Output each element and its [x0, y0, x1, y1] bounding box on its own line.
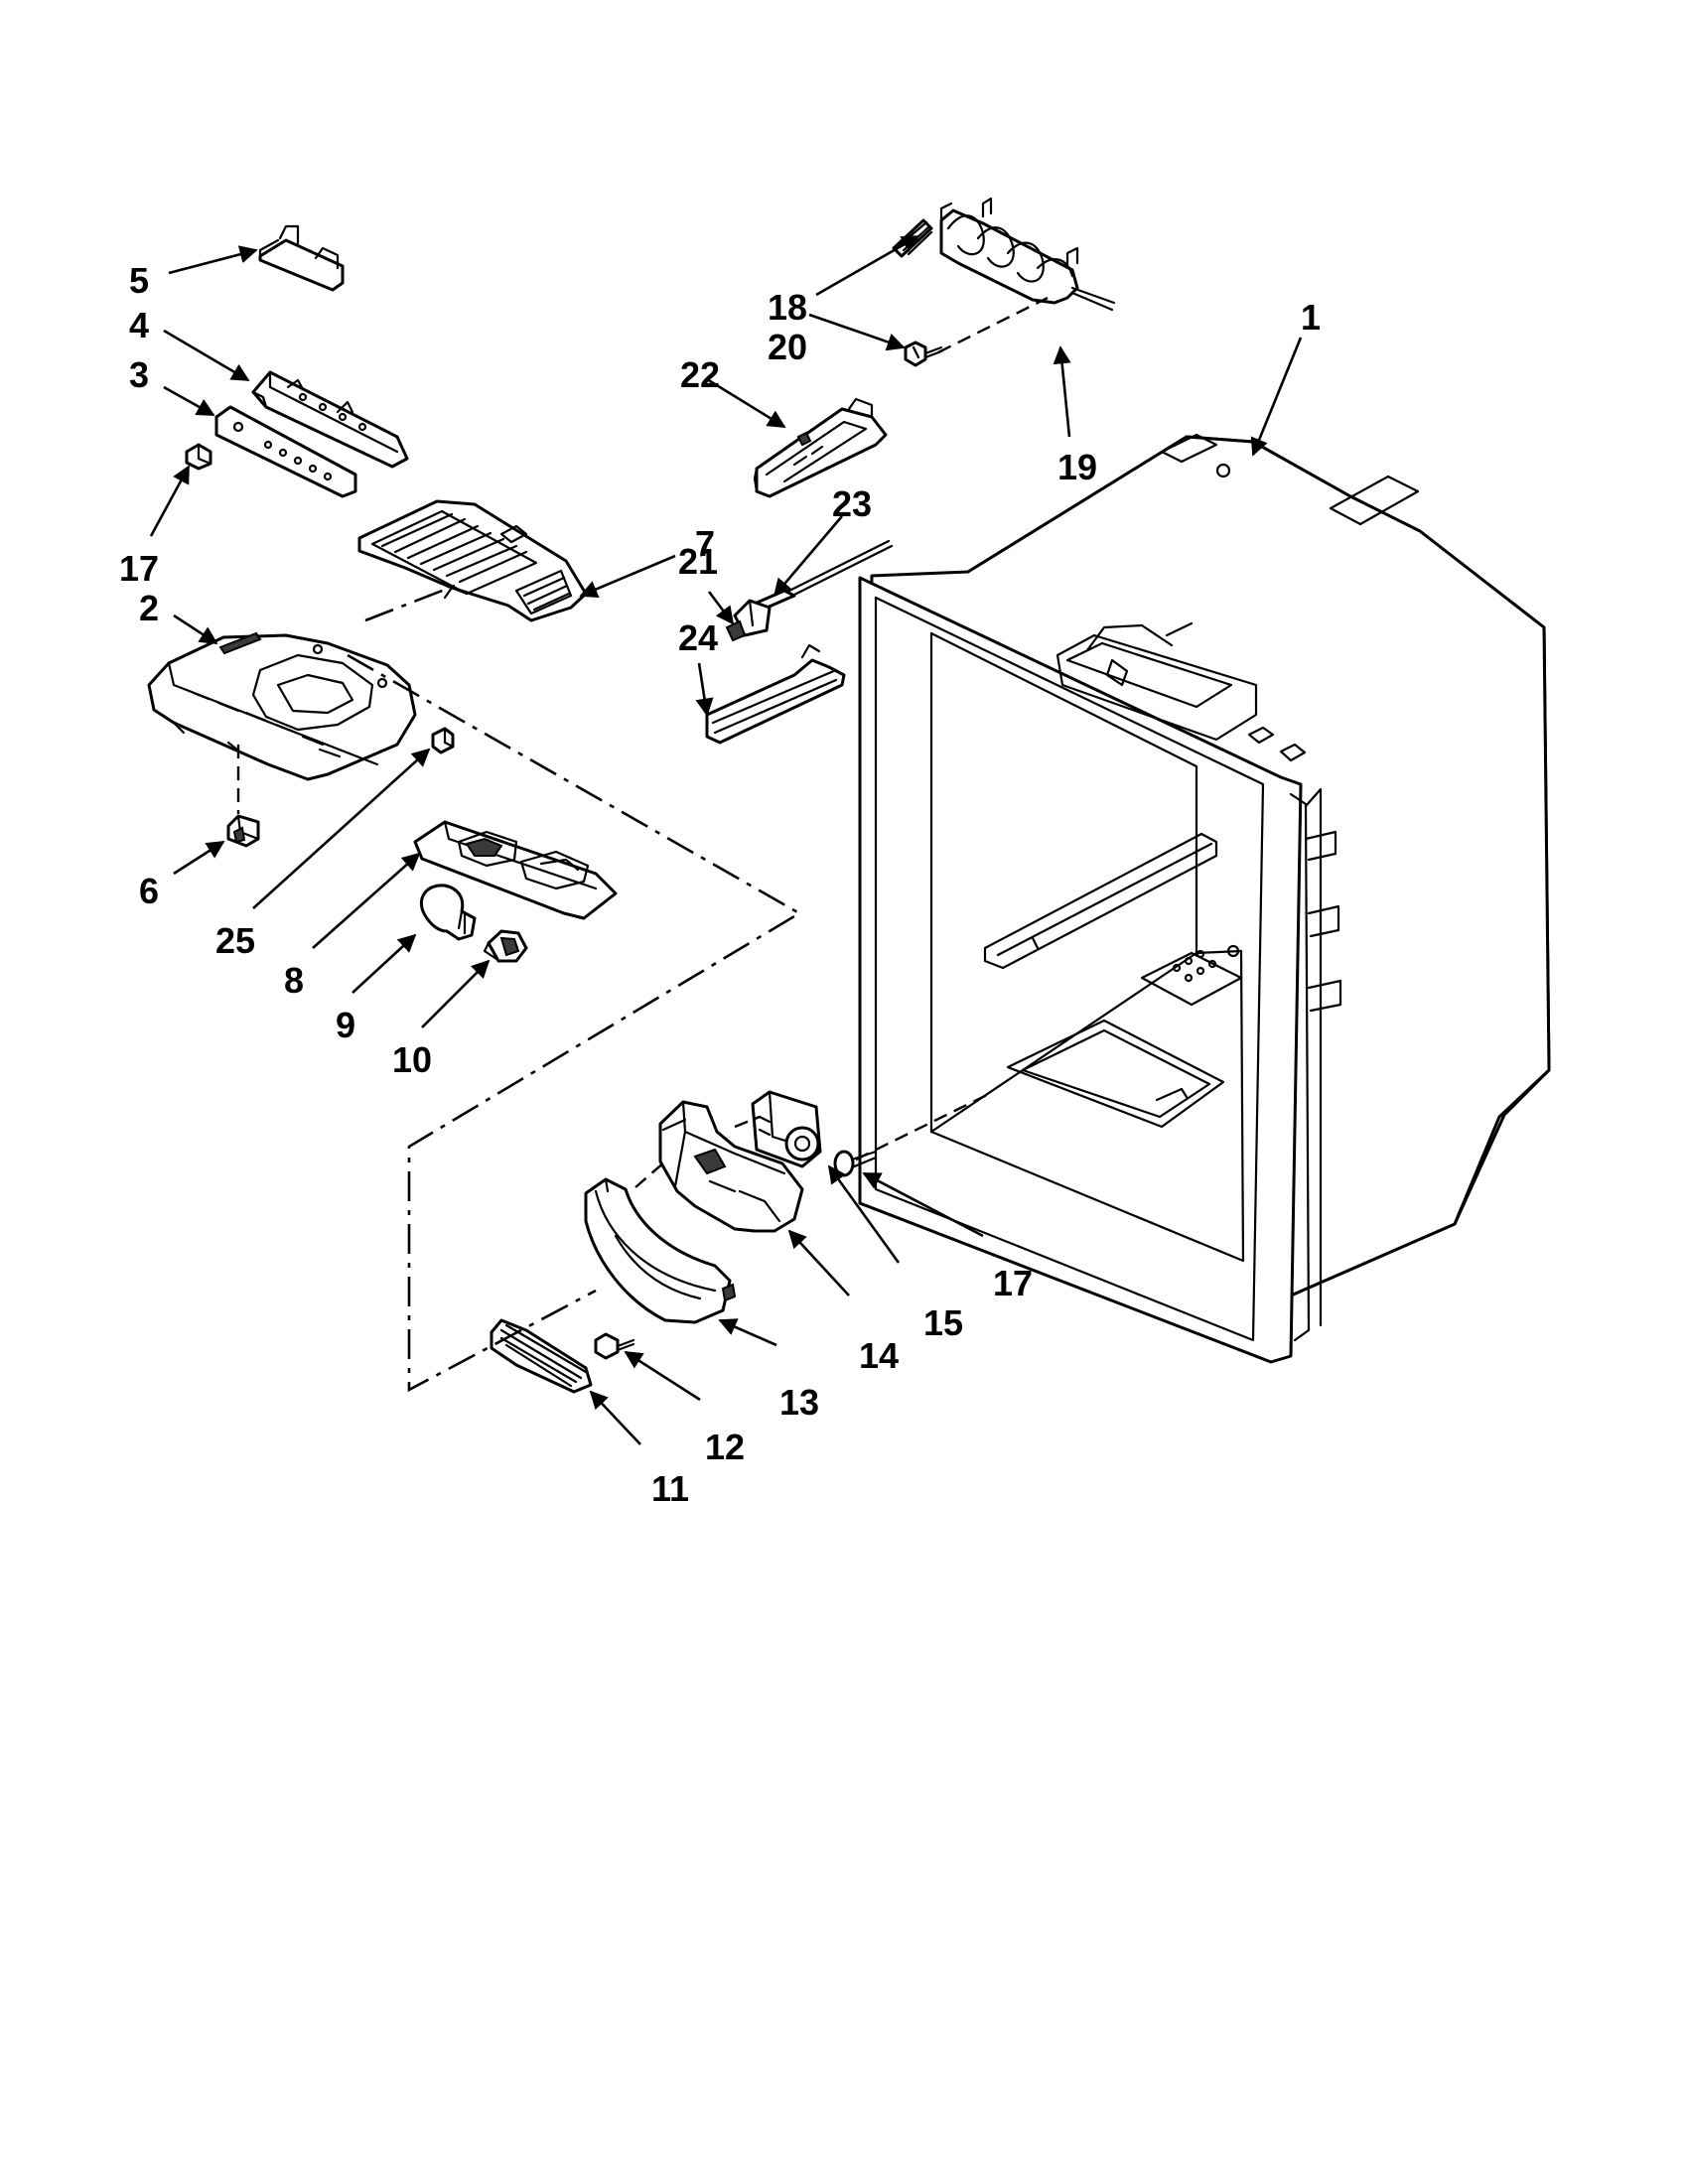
- part-8-light-housing: [413, 820, 618, 920]
- callout-18: 18: [768, 287, 807, 328]
- part-11-lens: [490, 1318, 593, 1394]
- callout-17-bottom: 17: [993, 1263, 1033, 1303]
- part-14-housing: [658, 1100, 804, 1233]
- callout-13: 13: [779, 1382, 819, 1423]
- callout-4: 4: [129, 305, 149, 345]
- leader-lines: [149, 234, 1303, 1445]
- part-13-shroud: [584, 1177, 737, 1324]
- part-3-control-strip: [214, 405, 357, 498]
- part-17-clip-top: [185, 443, 212, 471]
- part-25-clip: [431, 727, 455, 754]
- callout-24: 24: [678, 617, 718, 658]
- part-9-bulb: [419, 884, 477, 941]
- callout-20: 20: [768, 327, 807, 367]
- part-20-screw: [904, 341, 943, 367]
- callout-15: 15: [923, 1302, 963, 1343]
- part-5-cover: [258, 224, 345, 292]
- callout-22: 22: [680, 354, 720, 395]
- part-7-grille: [357, 499, 588, 622]
- part-12-screw: [594, 1332, 635, 1360]
- callout-5: 5: [129, 260, 149, 301]
- assembly-lines: [236, 296, 1049, 1393]
- callout-25: 25: [215, 920, 255, 961]
- part-6-switch: [226, 814, 260, 848]
- part-4-bracket: [251, 370, 409, 469]
- callout-11: 11: [651, 1468, 689, 1509]
- callout-21: 21: [678, 541, 718, 582]
- callout-6: 6: [139, 871, 159, 911]
- part-10-socket: [483, 929, 528, 963]
- callout-3: 3: [129, 354, 149, 395]
- part-1-liner: [858, 433, 1551, 1364]
- callout-14: 14: [859, 1335, 899, 1376]
- callout-19: 19: [1057, 447, 1097, 487]
- callout-8: 8: [284, 960, 304, 1001]
- part-15-thermostat: [751, 1090, 822, 1168]
- callout-10: 10: [392, 1039, 432, 1080]
- part-22-bracket: [753, 397, 888, 498]
- callout-17: 17: [119, 548, 159, 589]
- part-19-coil: [939, 197, 1116, 312]
- callout-12: 12: [705, 1427, 745, 1467]
- callout-labels: 5 4 3 17 2 6 25 8 9 10 7 18 20 22 19 1 2…: [119, 260, 1321, 1509]
- callout-9: 9: [336, 1005, 355, 1045]
- callout-23: 23: [832, 483, 872, 524]
- callout-2: 2: [139, 588, 159, 628]
- part-21-sensor: [725, 599, 772, 642]
- part-24-rail: [705, 643, 846, 745]
- callout-1: 1: [1301, 297, 1321, 338]
- callout-7: 7: [695, 523, 715, 564]
- part-2-housing: [147, 631, 417, 781]
